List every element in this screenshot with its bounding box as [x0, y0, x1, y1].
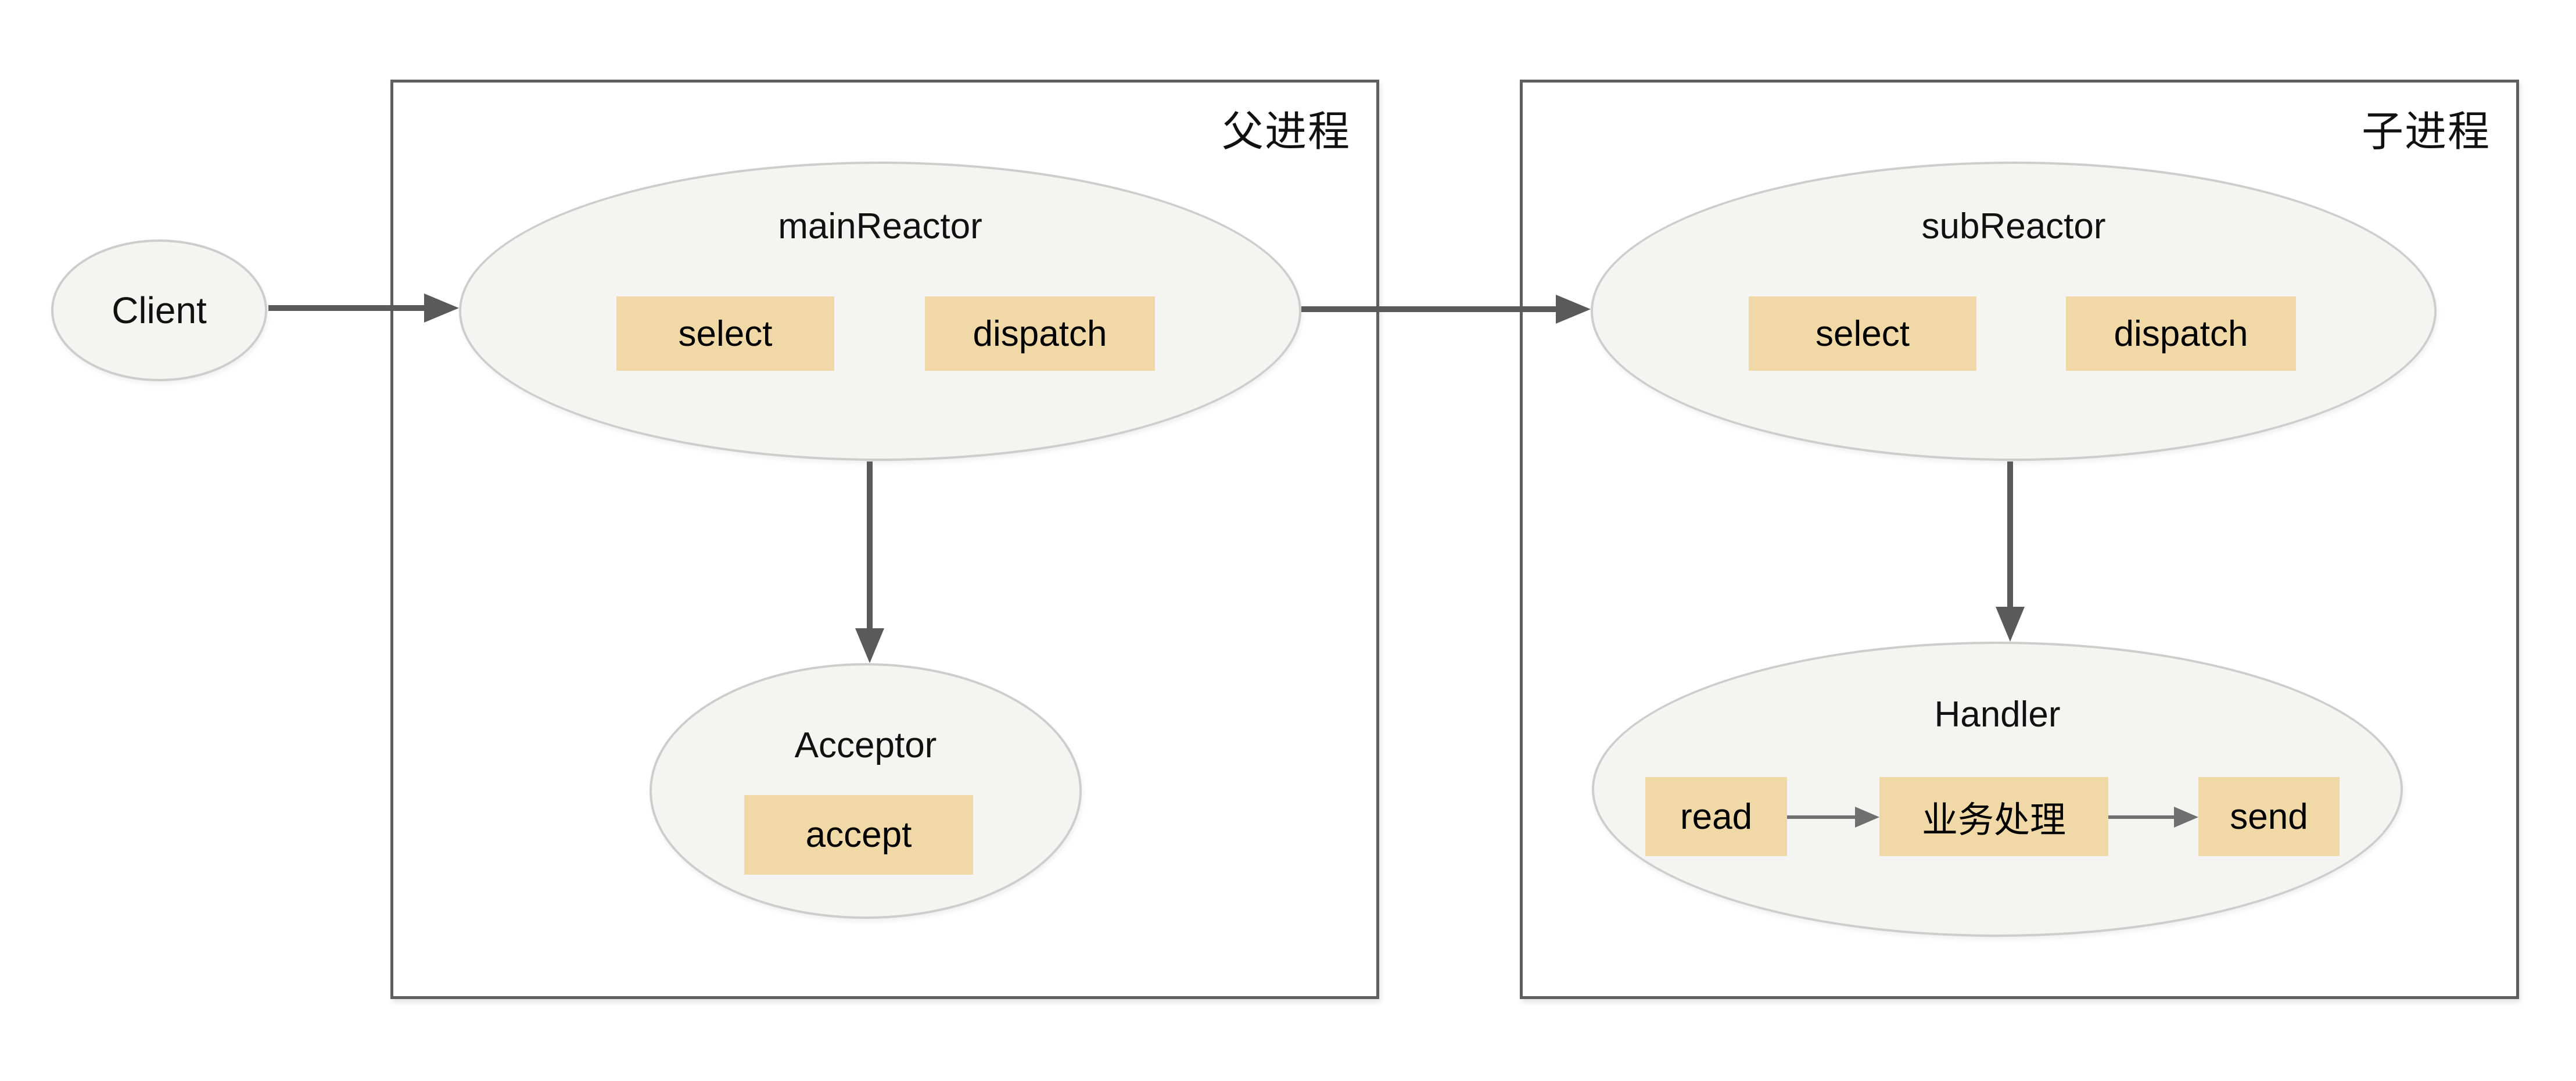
sub-reactor-select-label: select: [1816, 313, 1910, 354]
acceptor-accept-label: accept: [805, 815, 912, 855]
sub-reactor-dispatch-label: dispatch: [2114, 313, 2248, 354]
handler-process-label: 业务处理: [1921, 800, 2066, 840]
main-reactor-dispatch-box: dispatch: [925, 296, 1155, 371]
handler-title: Handler: [1934, 695, 2061, 735]
main-reactor-select-box: select: [616, 296, 834, 371]
sub-reactor-title: subReactor: [1921, 206, 2106, 246]
main-reactor-dispatch-label: dispatch: [973, 313, 1107, 354]
sub-reactor-dispatch-box: dispatch: [2066, 296, 2296, 371]
child-process-label: 子进程: [2361, 109, 2491, 155]
main-reactor-title: mainReactor: [778, 206, 982, 246]
handler-process-box: 业务处理: [1879, 777, 2108, 856]
handler-send-box: send: [2198, 777, 2340, 856]
acceptor-title: Acceptor: [794, 725, 937, 765]
child-process-box: 子进程: [1520, 80, 2519, 999]
sub-reactor-select-box: select: [1749, 296, 1976, 371]
client-label: Client: [112, 289, 207, 331]
acceptor-ellipse: Acceptor: [650, 663, 1082, 919]
main-reactor-select-label: select: [678, 313, 773, 354]
sub-reactor-ellipse: subReactor: [1591, 162, 2437, 461]
parent-process-label: 父进程: [1221, 109, 1351, 155]
handler-read-label: read: [1680, 796, 1753, 837]
parent-process-box: 父进程: [390, 80, 1379, 999]
client-ellipse: Client: [51, 239, 267, 381]
handler-send-label: send: [2230, 796, 2308, 837]
handler-read-box: read: [1645, 777, 1787, 856]
main-reactor-ellipse: mainReactor: [459, 162, 1301, 461]
acceptor-accept-box: accept: [744, 795, 973, 875]
